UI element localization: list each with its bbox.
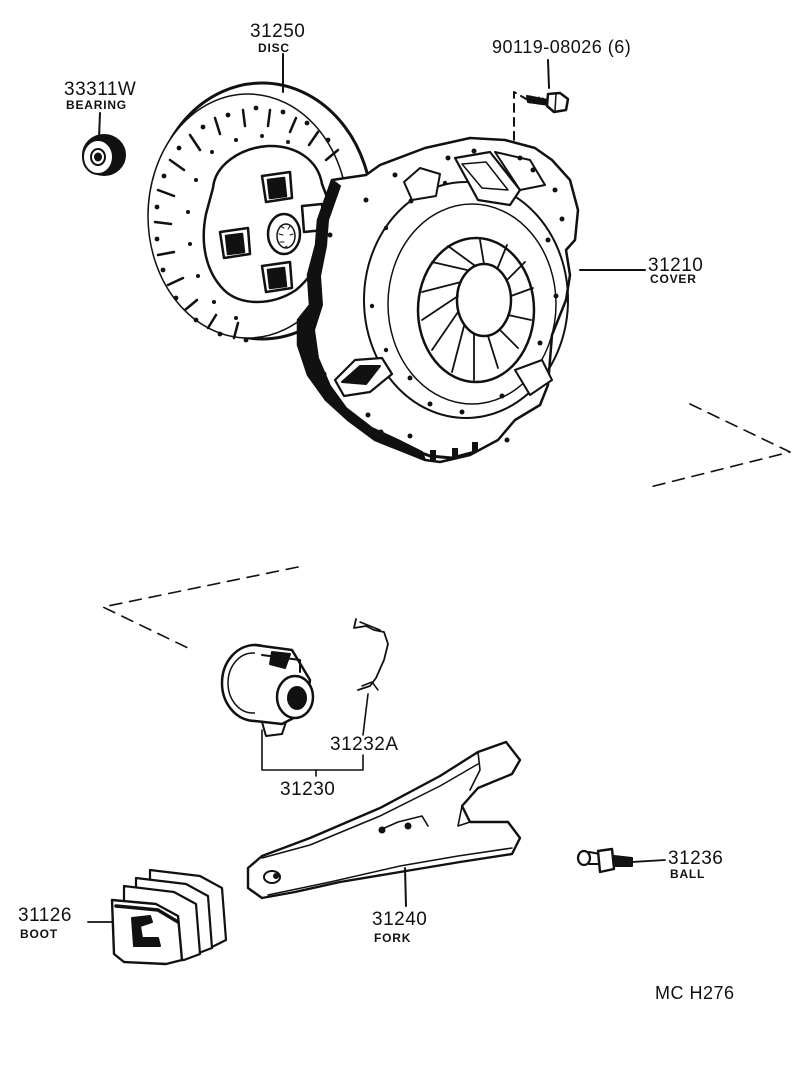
bearing-part-name: BEARING bbox=[66, 98, 127, 112]
pivot-ball-drawing bbox=[576, 847, 666, 874]
boot-part-number: 31126 bbox=[18, 905, 72, 926]
cover-part-name: COVER bbox=[650, 272, 697, 286]
dust-boot-drawing bbox=[87, 868, 228, 966]
cover-part-number: 31210 bbox=[648, 255, 704, 276]
ball-part-number: 31236 bbox=[668, 848, 724, 869]
diagram-code: MC H276 bbox=[655, 983, 735, 1003]
assembly-dashed-lines bbox=[102, 403, 791, 649]
fork-part-name: FORK bbox=[374, 931, 412, 945]
bolt-part-number: 90119-08026 (6) bbox=[492, 37, 632, 57]
clip-part-number: 31232A bbox=[330, 734, 399, 755]
disc-part-name: DISC bbox=[258, 41, 290, 55]
release-fork-drawing bbox=[246, 740, 522, 907]
release-bearing-part-number: 31230 bbox=[280, 779, 336, 800]
cover-bolt-drawing bbox=[513, 59, 570, 151]
release-bearing-drawing bbox=[220, 618, 389, 777]
bearing-part-number: 33311W bbox=[64, 79, 137, 100]
ball-part-name: BALL bbox=[670, 867, 706, 881]
fork-part-number: 31240 bbox=[372, 909, 428, 930]
clutch-cover-drawing bbox=[296, 136, 646, 464]
boot-part-name: BOOT bbox=[20, 927, 58, 941]
pilot-bearing-drawing bbox=[82, 112, 126, 176]
disc-part-number: 31250 bbox=[250, 21, 306, 42]
